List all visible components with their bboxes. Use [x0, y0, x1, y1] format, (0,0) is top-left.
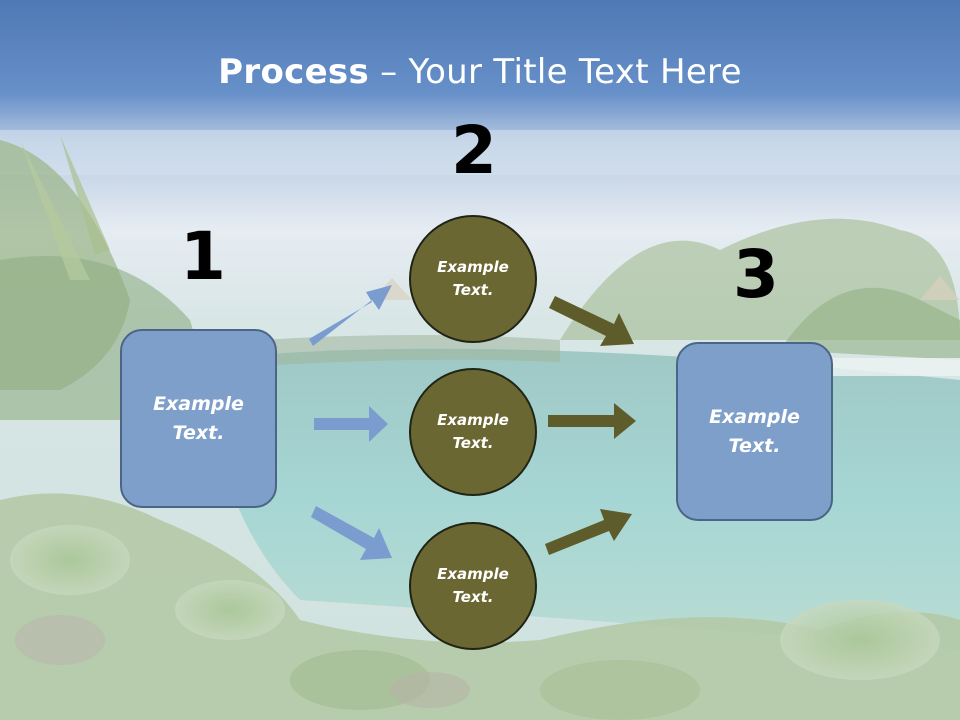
circle-top[interactable]: Example Text.	[409, 215, 537, 343]
title-bold: Process	[218, 52, 370, 92]
circle-middle-line2: Text.	[452, 434, 494, 452]
step-number-3: 3	[733, 236, 779, 313]
circle-top-line1: Example	[437, 258, 509, 276]
slide-title: Process – Your Title Text Here	[0, 52, 960, 92]
arrow-left-to-top	[309, 285, 392, 346]
circle-bottom-line1: Example	[437, 565, 509, 583]
left-box-line2: Text.	[172, 421, 225, 444]
right-box-line2: Text.	[728, 434, 781, 457]
arrow-left-to-middle	[314, 406, 388, 442]
circle-middle-line1: Example	[437, 411, 509, 429]
left-box[interactable]: Example Text.	[120, 329, 277, 508]
circle-middle[interactable]: Example Text.	[409, 368, 537, 496]
left-box-line1: Example	[153, 392, 244, 415]
step-number-1: 1	[180, 218, 226, 295]
circle-bottom[interactable]: Example Text.	[409, 522, 537, 650]
circle-top-line2: Text.	[452, 281, 494, 299]
circle-bottom-line2: Text.	[452, 588, 494, 606]
arrow-bottom-to-right	[545, 509, 632, 555]
right-box-line1: Example	[709, 405, 800, 428]
arrow-middle-to-right	[548, 403, 636, 439]
arrow-top-to-right	[549, 296, 634, 346]
step-number-2: 2	[451, 112, 497, 189]
arrow-left-to-bottom	[311, 506, 392, 560]
title-rest: – Your Title Text Here	[369, 52, 742, 92]
right-box[interactable]: Example Text.	[676, 342, 833, 521]
